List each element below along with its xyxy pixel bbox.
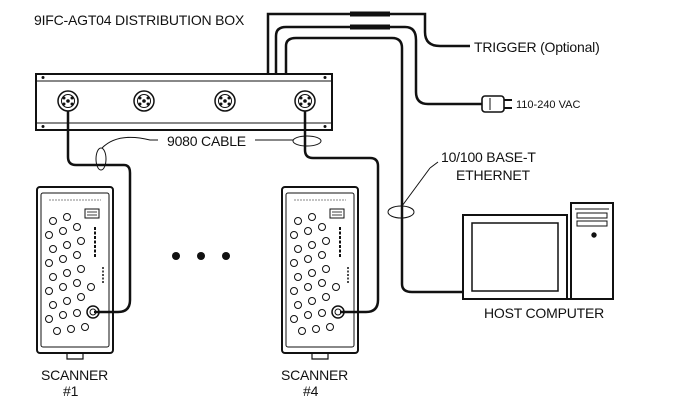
diagram-title: 9IFC-AGT04 DISTRIBUTION BOX [34,12,245,28]
box-connector-1 [57,90,79,112]
box-connector-2 [133,90,155,112]
cable-label: 9080 CABLE [167,133,246,149]
host-computer-label: HOST COMPUTER [484,305,604,321]
power-label: 110-240 VAC [516,99,580,111]
host-computer-icon [462,202,614,300]
scanner-1 [36,186,114,360]
more-scanners-ellipsis [172,252,230,260]
scanner-1-label: SCANNER [41,367,108,383]
ethernet-cable [284,36,464,294]
ethernet-cable-marker [387,161,439,219]
ethernet-label-line2: ETHERNET [456,167,530,183]
trigger-label: TRIGGER (Optional) [474,39,600,55]
cable-to-scanner-1 [66,111,132,314]
scanner-4-label: SCANNER [281,367,348,383]
scanner-4 [281,186,359,360]
distribution-box [35,73,333,131]
power-cable [274,24,482,106]
cable-to-scanner-4 [303,111,380,314]
scanner-4-number: #4 [303,383,319,399]
box-connector-4 [294,90,316,112]
trigger-cable [266,11,470,74]
power-plug-icon [481,95,512,113]
cable-callout [95,135,322,171]
scanner-1-number: #1 [63,383,79,399]
ethernet-label-line1: 10/100 BASE-T [441,149,536,165]
box-connector-3 [214,90,236,112]
